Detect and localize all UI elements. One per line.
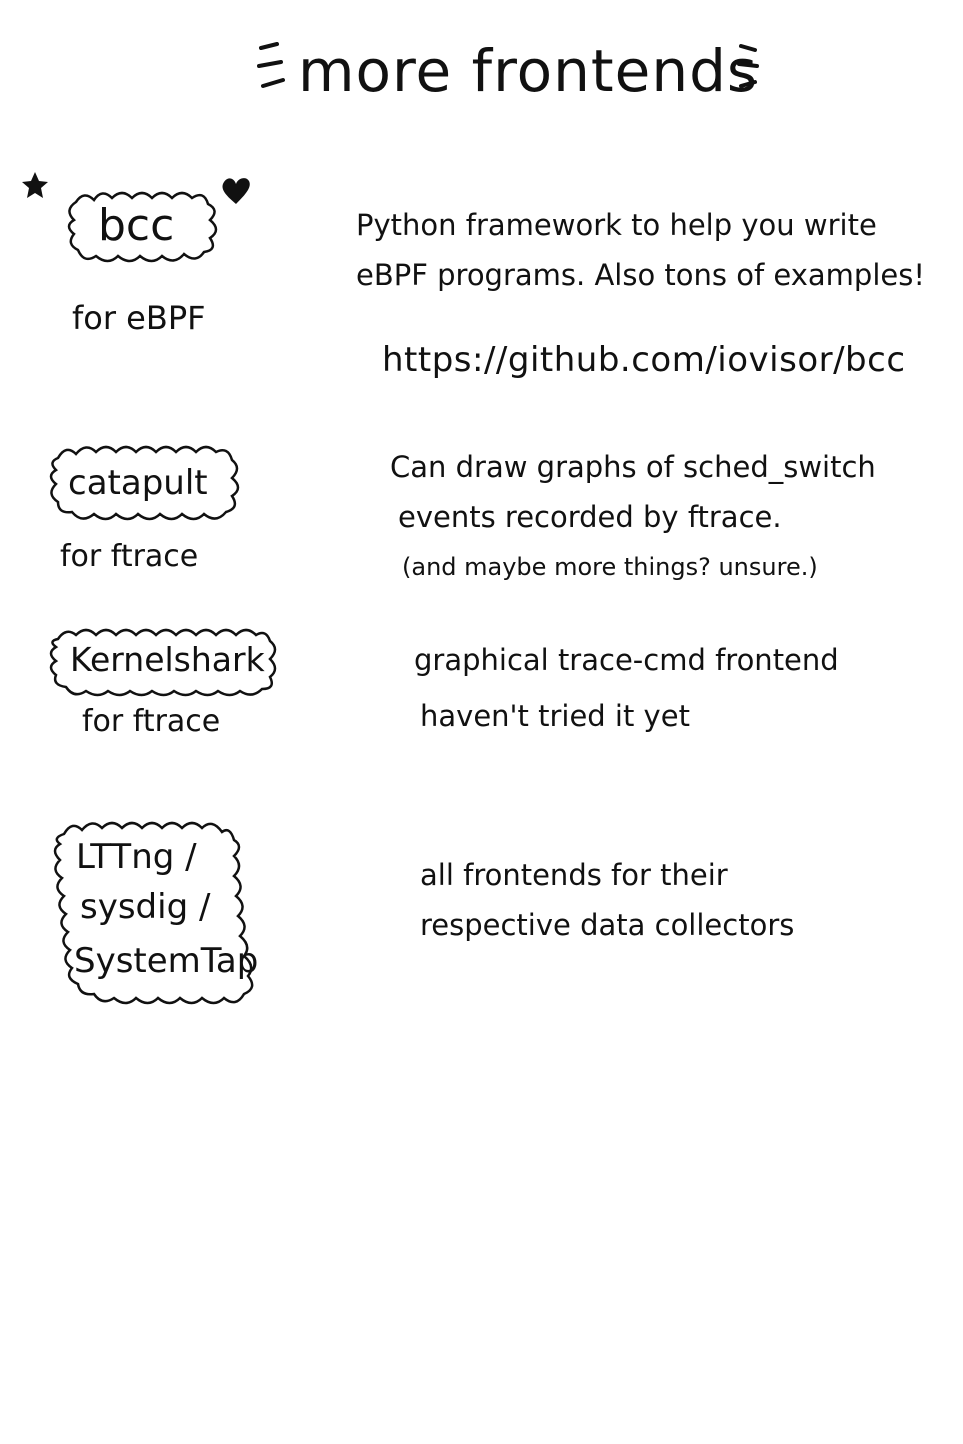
bcc-label: bcc bbox=[98, 200, 175, 251]
catapult-description-line-1: Can draw graphs of sched_switch bbox=[390, 450, 876, 484]
right-emphasis-marks-icon bbox=[737, 44, 759, 88]
lttng-label: LTTng / bbox=[76, 837, 197, 877]
bcc-subtitle: for eBPF bbox=[72, 299, 206, 337]
lttng-description-line-1: all frontends for their bbox=[420, 858, 728, 892]
catapult-subtitle: for ftrace bbox=[60, 539, 199, 574]
frontend-catapult: catapult for ftrace Can draw graphs of s… bbox=[0, 430, 963, 600]
kernelshark-description-line-1: graphical trace-cmd frontend bbox=[414, 643, 839, 677]
frontend-bcc: bcc for eBPF Python framework to help yo… bbox=[0, 160, 963, 400]
catapult-label: catapult bbox=[68, 463, 208, 503]
kernelshark-description-line-2: haven't tried it yet bbox=[420, 699, 690, 733]
bcc-badge: bcc bbox=[62, 180, 222, 270]
bcc-description-line-1: Python framework to help you write bbox=[356, 208, 877, 242]
frontend-lttng-sysdig-systemtap: LTTng / sysdig / SystemTap all frontends… bbox=[0, 810, 963, 1020]
kernelshark-subtitle: for ftrace bbox=[82, 704, 221, 739]
left-emphasis-marks-icon bbox=[257, 42, 285, 88]
kernelshark-label: Kernelshark bbox=[70, 640, 265, 679]
catapult-description-line-2: events recorded by ftrace. bbox=[398, 500, 782, 534]
star-icon bbox=[22, 172, 48, 198]
sysdig-label: sysdig / bbox=[80, 887, 211, 927]
kernelshark-badge: Kernelshark bbox=[44, 619, 280, 703]
page-title: more frontends bbox=[298, 37, 759, 105]
heart-icon bbox=[222, 178, 250, 204]
catapult-badge: catapult bbox=[44, 434, 244, 530]
page-header: more frontends bbox=[0, 20, 963, 110]
systemtap-label: SystemTap bbox=[74, 941, 259, 981]
bcc-description-line-2: eBPF programs. Also tons of examples! bbox=[356, 258, 925, 292]
lttng-sysdig-systemtap-badge: LTTng / sysdig / SystemTap bbox=[44, 810, 270, 1012]
lttng-description-line-2: respective data collectors bbox=[420, 908, 795, 942]
catapult-note: (and maybe more things? unsure.) bbox=[402, 553, 818, 581]
bcc-link[interactable]: https://github.com/iovisor/bcc bbox=[382, 340, 906, 380]
frontend-kernelshark: Kernelshark for ftrace graphical trace-c… bbox=[0, 615, 963, 755]
